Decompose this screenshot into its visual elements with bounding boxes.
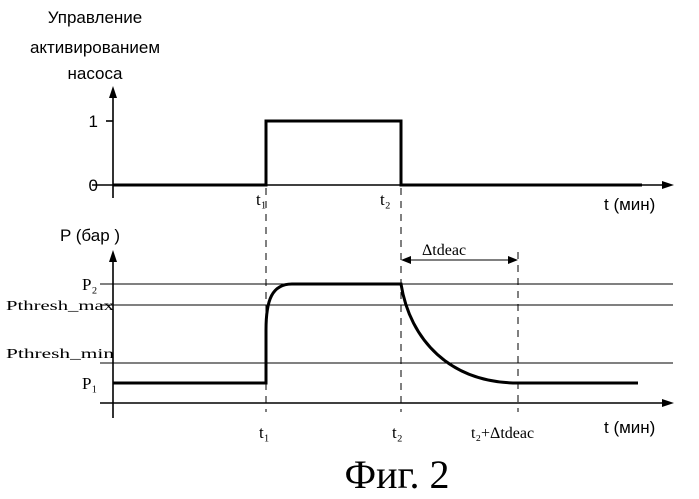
bottom-y-axis-arrow: [109, 250, 117, 262]
top-t2-label: t₂: [380, 190, 391, 209]
top-x-axis-label: t (мин): [604, 195, 655, 214]
pump-activation-signal: [113, 121, 642, 185]
t2-plus-delta-label: t₂+Δtdeac: [471, 425, 534, 442]
pthresh-max-label: Pthresh_max: [6, 299, 114, 314]
delta-t-arrow-right: [508, 256, 518, 264]
top-title-line-1: Управление: [48, 8, 143, 27]
figure-caption: Фиг. 2: [345, 452, 450, 497]
bottom-x-axis-arrow: [662, 399, 674, 407]
top-y-axis-arrow: [109, 86, 117, 98]
bottom-t2-label: t₂: [392, 423, 403, 442]
pressure-curve: [113, 284, 638, 383]
bottom-chart: P (бар ) P₂ Pthresh_max Pthresh_min P₁ Δ…: [6, 226, 674, 442]
delta-t-deac-label: Δtdeac: [422, 242, 466, 259]
top-x-axis-arrow: [662, 181, 674, 189]
p2-label: P₂: [82, 275, 97, 294]
top-y-tick-label-0: 0: [89, 176, 98, 195]
pressure-axis-label: P (бар ): [60, 226, 120, 245]
delta-t-arrow-left: [401, 256, 411, 264]
top-y-tick-label-1: 1: [89, 112, 98, 131]
bottom-t1-label: t₁: [259, 423, 270, 442]
top-title-line-2: активированием: [30, 38, 160, 57]
top-title-line-3: насоса: [68, 64, 123, 83]
bottom-x-axis-label: t (мин): [604, 418, 655, 437]
pthresh-min-label: Pthresh_min: [6, 347, 114, 362]
p1-label: P₁: [82, 374, 97, 393]
top-chart: Управление активированием насоса 1 0 t₁ …: [30, 8, 674, 214]
top-t1-label: t₁: [256, 190, 267, 209]
